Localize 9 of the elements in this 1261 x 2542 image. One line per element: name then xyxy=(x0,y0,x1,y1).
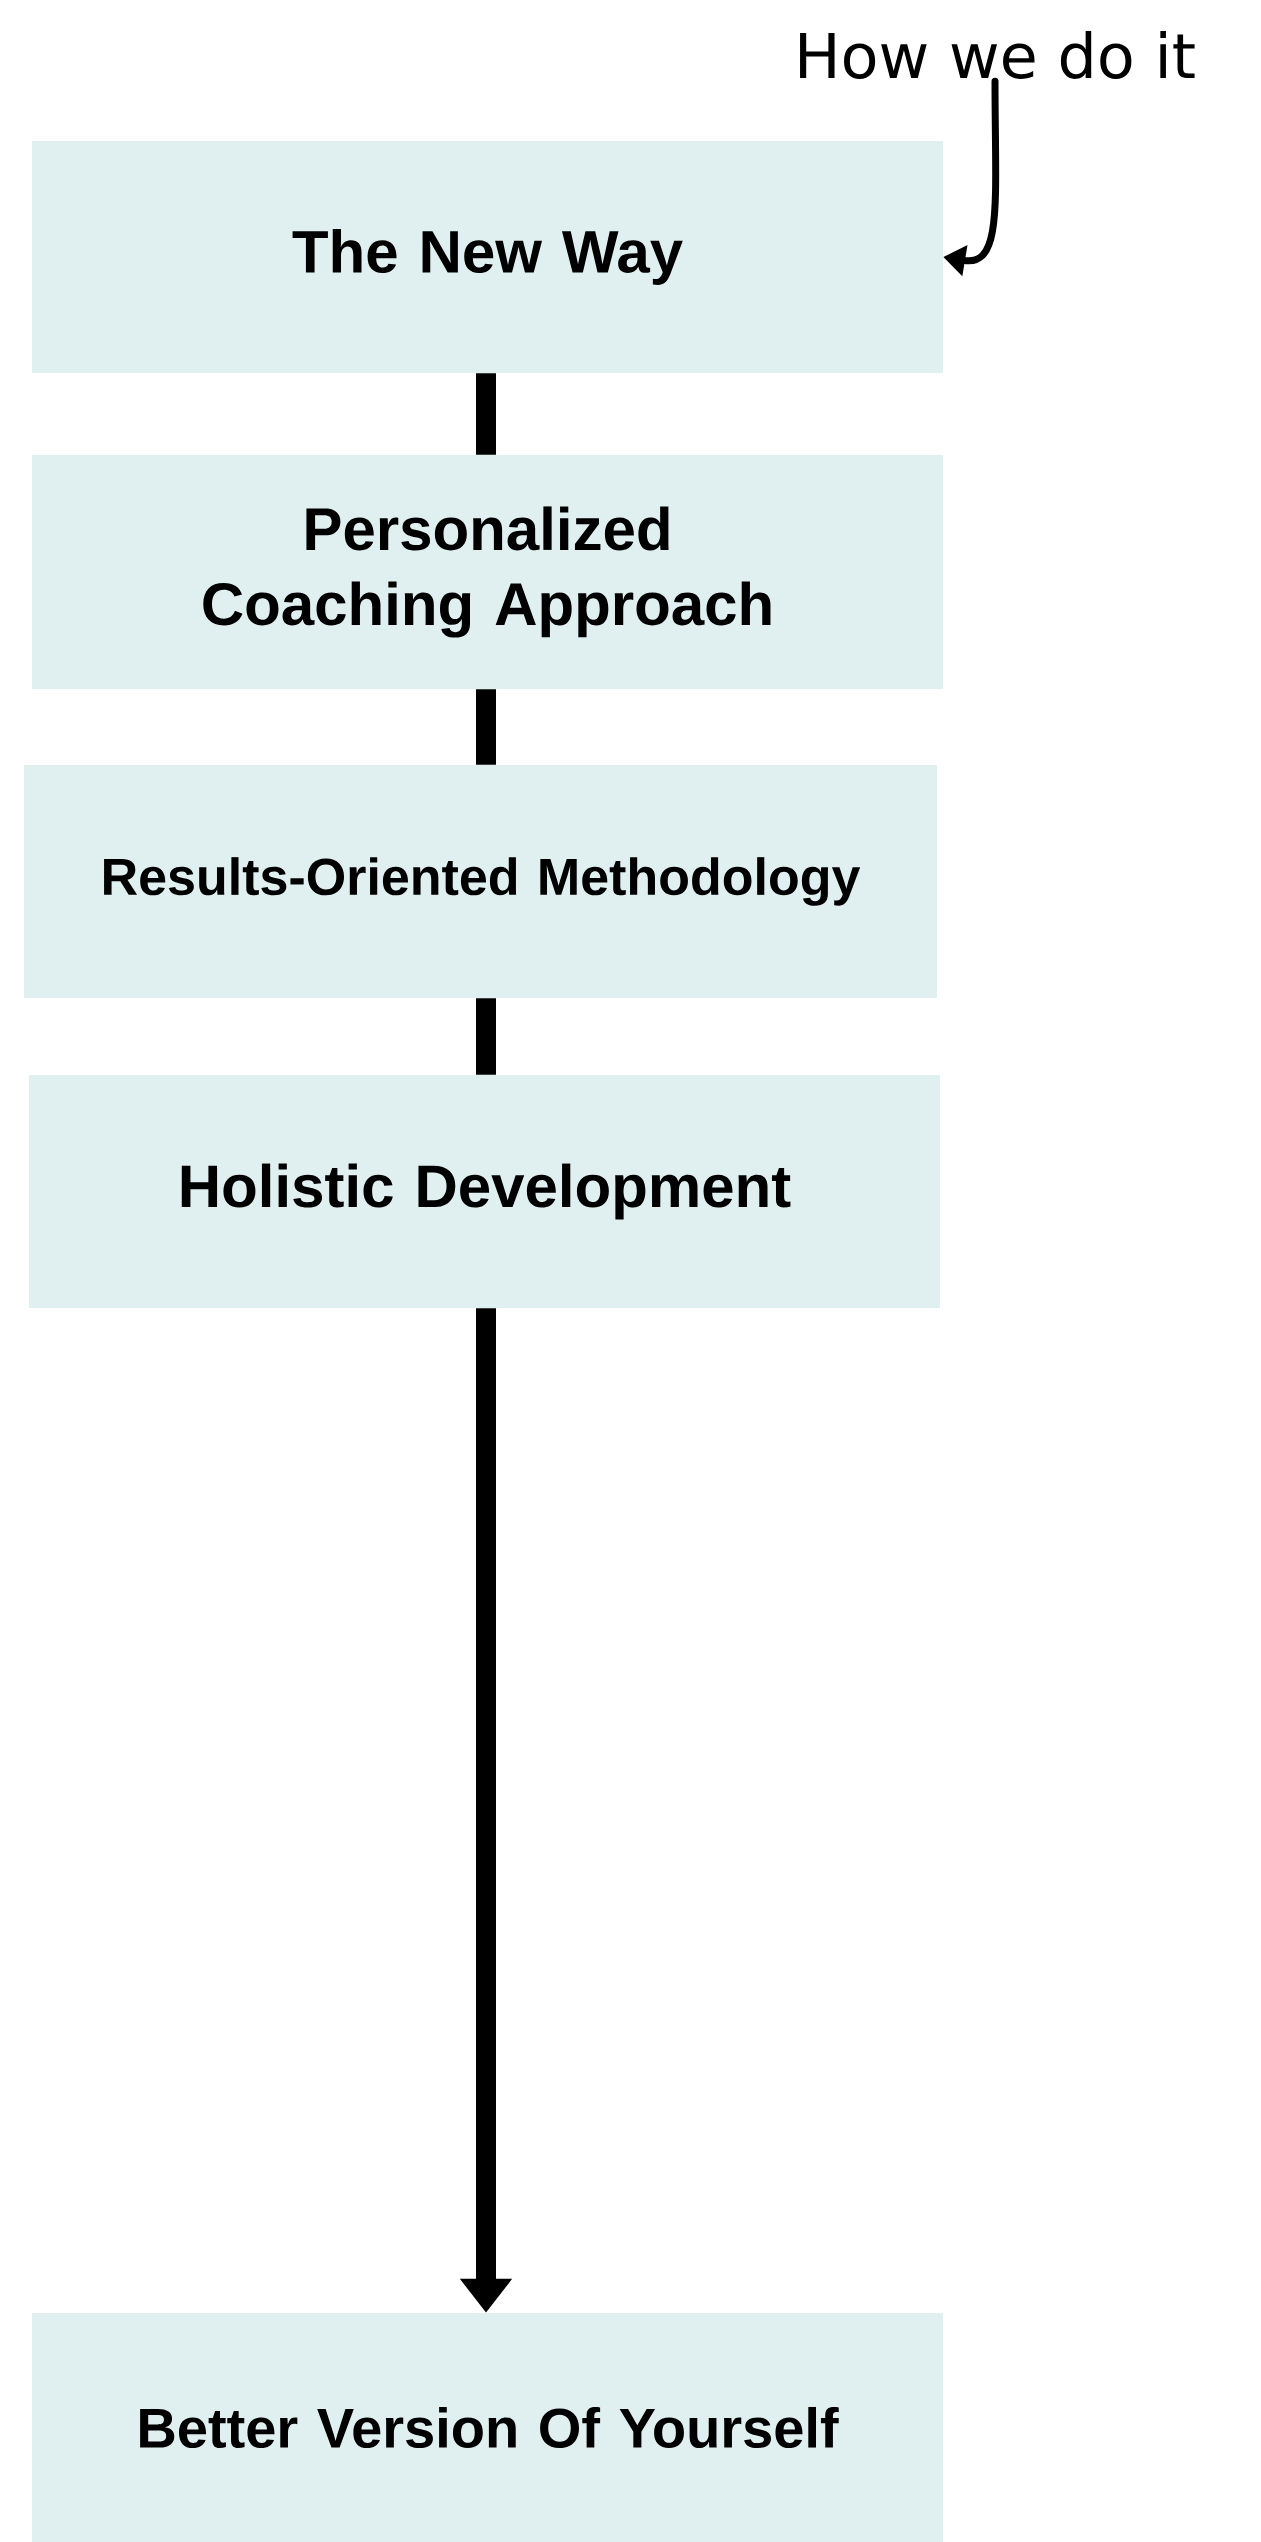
handwritten-note: How we do it xyxy=(800,31,1195,79)
connector-line xyxy=(476,998,496,1075)
connector-line xyxy=(476,373,496,455)
process-box: Holistic Development xyxy=(29,1075,940,1308)
process-box: Better Version Of Yourself xyxy=(32,2313,943,2542)
process-box: The New Way xyxy=(32,141,943,373)
process-box: Personalized Coaching Approach xyxy=(32,455,943,689)
connector-line xyxy=(476,689,496,765)
process-box: Results-Oriented Methodology xyxy=(24,765,937,998)
